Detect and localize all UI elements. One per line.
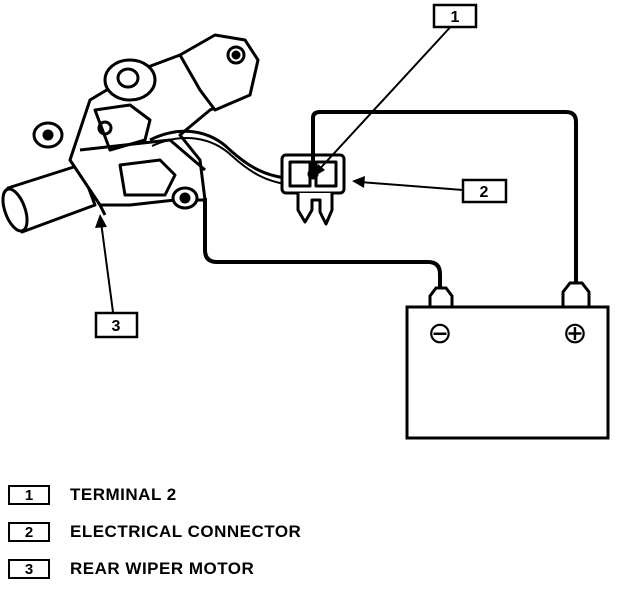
- wiring-diagram: ⊖ ⊕ 1 2 3: [1, 3, 610, 440]
- legend-label: TERMINAL 2: [70, 485, 177, 504]
- positive-terminal-symbol: ⊕: [562, 316, 587, 351]
- callout-3: 3: [94, 311, 139, 339]
- callout-2-leader: [359, 181, 464, 191]
- legend-label: REAR WIPER MOTOR: [70, 559, 255, 578]
- electrical-connector: [280, 153, 346, 226]
- legend-item: 1 TERMINAL 2: [8, 482, 608, 508]
- legend-number: 2: [8, 522, 50, 542]
- svg-text:1: 1: [451, 9, 460, 26]
- legend-item: 2 ELECTRICAL CONNECTOR: [8, 519, 608, 545]
- legend: 1 TERMINAL 2 2 ELECTRICAL CONNECTOR 3 RE…: [8, 482, 608, 593]
- negative-jumper-wire: [203, 198, 442, 290]
- svg-text:2: 2: [480, 184, 489, 201]
- negative-terminal-symbol: ⊖: [427, 316, 452, 351]
- motor-harness-wire: [149, 129, 286, 180]
- positive-jumper-wire: [311, 110, 578, 285]
- battery: [405, 281, 610, 440]
- legend-number: 1: [8, 485, 50, 505]
- callout-2: 2: [461, 178, 508, 204]
- legend-number: 3: [8, 559, 50, 579]
- rear-wiper-motor: [1, 33, 260, 234]
- callout-1: 1: [432, 3, 478, 29]
- callout-1-leader: [314, 21, 456, 175]
- callout-3-leader: [100, 221, 114, 313]
- svg-text:3: 3: [112, 318, 121, 335]
- legend-item: 3 REAR WIPER MOTOR: [8, 556, 608, 582]
- legend-label: ELECTRICAL CONNECTOR: [70, 522, 302, 541]
